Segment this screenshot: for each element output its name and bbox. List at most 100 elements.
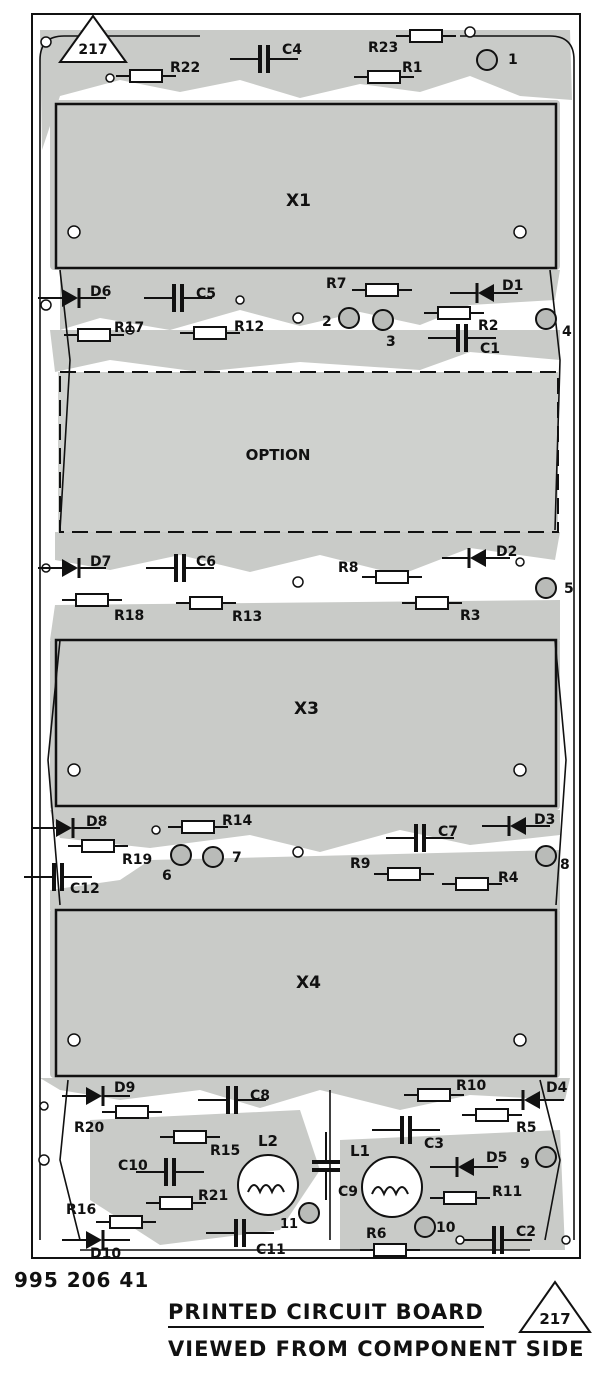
svg-text:D6: D6 bbox=[90, 284, 111, 300]
diodes: D1 D2 D3 D4 D5 D6 D7 D8 D9 D10 bbox=[30, 278, 568, 1262]
resistor-r15: R15 bbox=[159, 1130, 240, 1159]
module-x4: X4 bbox=[54, 908, 558, 1078]
test-points: 1 2 3 4 5 6 7 8 9 10 11 bbox=[162, 49, 574, 1238]
capacitor-c1: C1 bbox=[426, 322, 500, 357]
svg-text:R22: R22 bbox=[170, 60, 200, 76]
test-point-8: 8 bbox=[535, 845, 570, 873]
svg-text:3: 3 bbox=[386, 334, 396, 350]
capacitor-c11: C11 bbox=[204, 1217, 286, 1258]
svg-text:R19: R19 bbox=[122, 852, 152, 868]
svg-text:X4: X4 bbox=[296, 973, 321, 993]
resistor-r22: R22 bbox=[115, 60, 200, 83]
diode-d5: D5 bbox=[428, 1150, 507, 1179]
test-point-5: 5 bbox=[535, 577, 574, 599]
board-number-marker-footer: 217 bbox=[518, 1280, 592, 1333]
resistor-r17: R17 bbox=[63, 320, 144, 342]
resistor-r13: R13 bbox=[175, 596, 262, 625]
svg-text:C1: C1 bbox=[480, 341, 500, 357]
svg-text:R7: R7 bbox=[326, 276, 347, 292]
svg-text:R6: R6 bbox=[366, 1226, 387, 1242]
resistor-r5: R5 bbox=[461, 1108, 537, 1136]
svg-text:X1: X1 bbox=[286, 191, 311, 211]
svg-text:C4: C4 bbox=[282, 42, 302, 58]
svg-text:R2: R2 bbox=[478, 318, 499, 334]
module-x1: X1 bbox=[54, 102, 558, 270]
svg-text:D10: D10 bbox=[90, 1246, 121, 1262]
svg-text:R9: R9 bbox=[350, 856, 371, 872]
test-point-2: 2 bbox=[322, 307, 360, 330]
diode-d9: D9 bbox=[60, 1080, 135, 1108]
svg-text:C8: C8 bbox=[250, 1088, 270, 1104]
diode-d10: D10 bbox=[60, 1228, 132, 1262]
svg-text:8: 8 bbox=[560, 857, 570, 873]
svg-text:11: 11 bbox=[280, 1217, 298, 1232]
svg-text:C12: C12 bbox=[70, 881, 100, 897]
svg-text:R10: R10 bbox=[456, 1078, 487, 1094]
svg-text:R23: R23 bbox=[368, 40, 398, 56]
svg-text:D4: D4 bbox=[546, 1080, 568, 1096]
diagram-subtitle: VIEWED FROM COMPONENT SIDE bbox=[168, 1337, 585, 1361]
test-point-11: 11 bbox=[280, 1202, 320, 1232]
svg-text:R20: R20 bbox=[74, 1120, 105, 1136]
svg-text:R18: R18 bbox=[114, 608, 144, 624]
svg-text:C7: C7 bbox=[438, 824, 458, 840]
svg-text:C10: C10 bbox=[118, 1158, 148, 1174]
resistor-r11: R11 bbox=[429, 1184, 522, 1205]
resistor-r23: R23 bbox=[368, 29, 457, 56]
svg-text:C6: C6 bbox=[196, 554, 216, 570]
capacitor-c2: C2 bbox=[462, 1224, 536, 1256]
svg-text:217: 217 bbox=[539, 1310, 570, 1328]
diode-d1: D1 bbox=[448, 278, 523, 305]
svg-text:OPTION: OPTION bbox=[246, 446, 311, 464]
capacitor-c10: C10 bbox=[118, 1156, 206, 1188]
inductor-l1: L1 bbox=[350, 1142, 423, 1218]
module-x3: X3 bbox=[54, 638, 558, 808]
diode-d8: D8 bbox=[30, 814, 107, 840]
resistor-r7: R7 bbox=[326, 276, 413, 297]
capacitors: C1 C2 C3 C4 C5 C6 C7 C8 C9 C10 C11 C12 bbox=[22, 42, 536, 1258]
diagram-title: PRINTED CIRCUIT BOARD bbox=[168, 1300, 484, 1328]
module-option: OPTION bbox=[59, 371, 559, 533]
svg-text:D7: D7 bbox=[90, 554, 111, 570]
svg-text:R12: R12 bbox=[234, 319, 264, 335]
capacitor-c7: C7 bbox=[384, 822, 458, 854]
resistor-r4: R4 bbox=[441, 870, 519, 891]
resistor-r6: R6 bbox=[359, 1226, 421, 1257]
svg-text:C11: C11 bbox=[256, 1242, 286, 1258]
resistor-r10: R10 bbox=[403, 1078, 487, 1102]
svg-text:1: 1 bbox=[508, 52, 518, 68]
svg-text:R3: R3 bbox=[460, 608, 481, 624]
svg-text:R4: R4 bbox=[498, 870, 519, 886]
inductor-l2: L2 bbox=[237, 1132, 299, 1216]
capacitor-c12: C12 bbox=[22, 861, 100, 897]
copper-areas bbox=[40, 30, 572, 1250]
capacitor-c8: C8 bbox=[196, 1084, 270, 1116]
capacitor-c9: C9 bbox=[310, 1130, 358, 1202]
svg-text:5: 5 bbox=[564, 581, 574, 597]
svg-text:C9: C9 bbox=[338, 1184, 358, 1200]
diode-d2: D2 bbox=[440, 544, 517, 570]
capacitor-c5: C5 bbox=[142, 282, 216, 314]
via-pads bbox=[38, 26, 571, 1245]
capacitor-c6: C6 bbox=[144, 552, 216, 584]
resistor-r19: R19 bbox=[67, 839, 152, 868]
svg-text:D9: D9 bbox=[114, 1080, 135, 1096]
svg-text:R1: R1 bbox=[402, 60, 423, 76]
svg-text:D5: D5 bbox=[486, 1150, 507, 1166]
resistor-r16: R16 bbox=[66, 1202, 157, 1229]
svg-text:D2: D2 bbox=[496, 544, 517, 560]
test-point-10: 10 bbox=[414, 1216, 456, 1238]
resistor-r18: R18 bbox=[61, 593, 144, 624]
svg-text:R8: R8 bbox=[338, 560, 359, 576]
resistor-r14: R14 bbox=[167, 813, 253, 834]
svg-text:R21: R21 bbox=[198, 1188, 228, 1204]
svg-text:R15: R15 bbox=[210, 1143, 240, 1159]
test-point-3: 3 bbox=[372, 309, 396, 350]
svg-text:4: 4 bbox=[562, 324, 572, 340]
diode-d7: D7 bbox=[36, 554, 111, 580]
svg-text:R11: R11 bbox=[492, 1184, 522, 1200]
svg-text:R13: R13 bbox=[232, 609, 262, 625]
capacitor-c3: C3 bbox=[370, 1114, 444, 1152]
test-point-4: 4 bbox=[535, 308, 572, 340]
